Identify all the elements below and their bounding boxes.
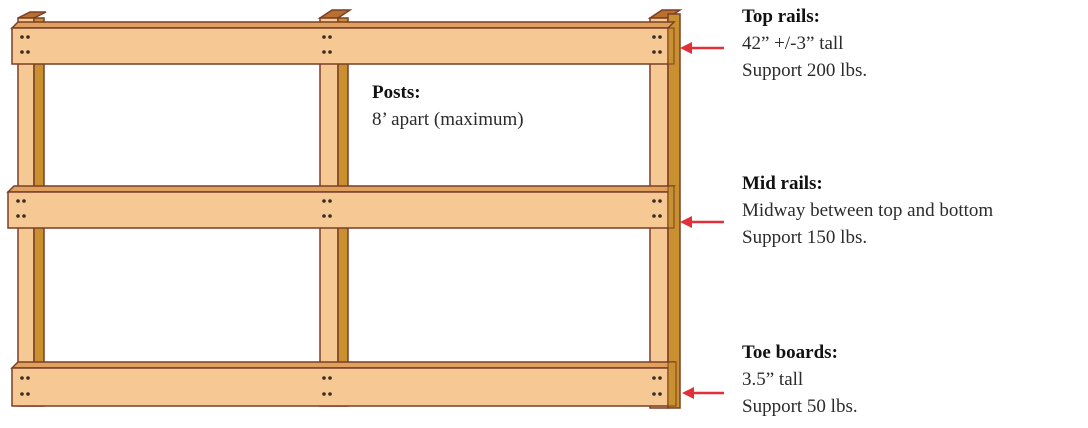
posts-label: Posts: 8’ apart (maximum)	[372, 79, 524, 133]
mid-rail	[6, 185, 676, 229]
mid-rails-label: Mid rails: Midway between top and bottom…	[742, 170, 993, 251]
top-rails-support: Support 200 lbs.	[742, 60, 868, 81]
toe-boards-label: Toe boards: 3.5” tall Support 50 lbs.	[742, 339, 858, 420]
mid-rails-support: Support 150 lbs.	[742, 227, 868, 248]
toe-boards-title: Toe boards:	[742, 342, 838, 363]
arrow-top-rails	[680, 42, 724, 54]
toe-boards-height: 3.5” tall	[742, 369, 804, 390]
posts-spacing: 8’ apart (maximum)	[372, 109, 524, 130]
mid-rails-title: Mid rails:	[742, 173, 823, 194]
top-rail	[10, 21, 676, 65]
bolts	[16, 35, 662, 396]
arrow-toe-boards	[682, 387, 724, 399]
mid-rails-position: Midway between top and bottom	[742, 200, 994, 221]
toe-boards-support: Support 50 lbs.	[742, 396, 858, 417]
top-rails-height: 42” +/-3” tall	[742, 33, 844, 54]
toe-board	[10, 361, 677, 407]
top-rails-label: Top rails: 42” +/-3” tall Support 200 lb…	[742, 3, 867, 84]
arrow-mid-rails	[680, 216, 724, 228]
top-rails-title: Top rails:	[742, 6, 820, 27]
posts-title: Posts:	[372, 82, 421, 103]
